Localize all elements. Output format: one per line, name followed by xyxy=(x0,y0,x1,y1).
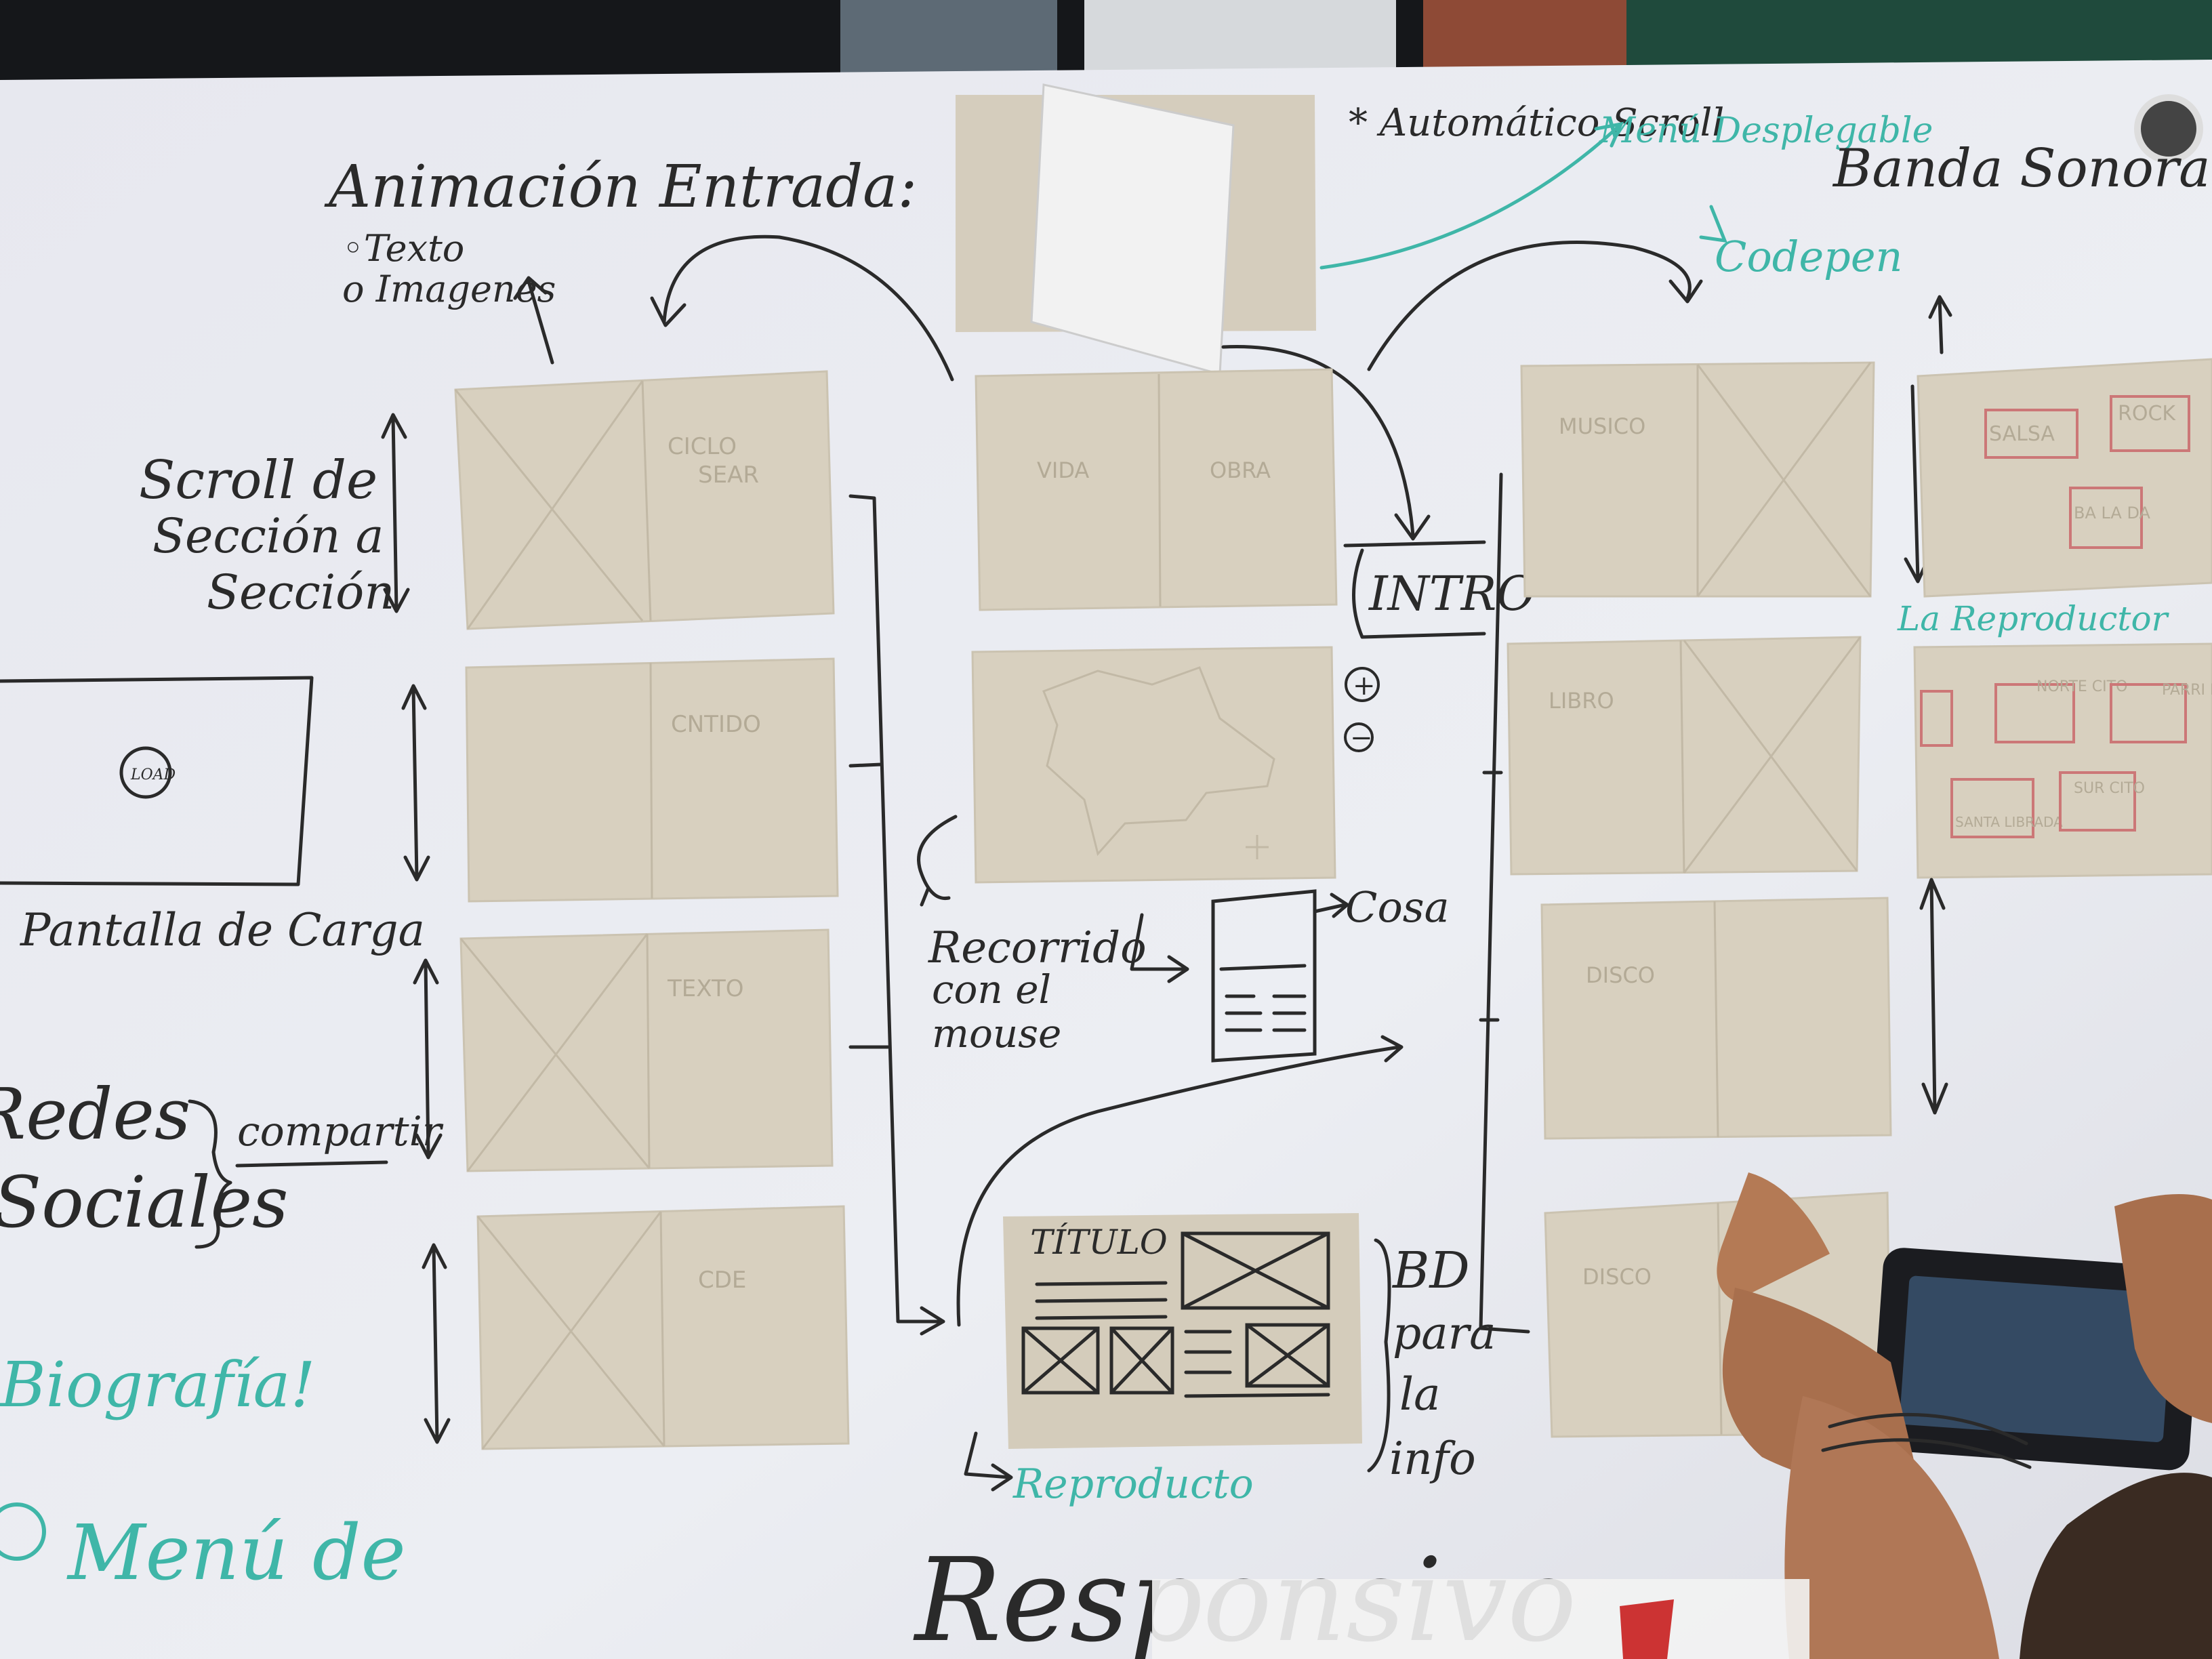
zoom-out-icon xyxy=(1344,722,1374,752)
card-col3-libro: LIBRO xyxy=(1507,636,1862,876)
compartir-label: compartir xyxy=(237,1108,444,1155)
svg-text:BA LA DA: BA LA DA xyxy=(2074,504,2151,523)
svg-text:SUR CITO: SUR CITO xyxy=(2074,780,2145,797)
intro-label: INTRO xyxy=(1368,566,1536,621)
animacion-title: Animación Entrada: xyxy=(324,153,917,221)
arrow-to-cosa xyxy=(1313,893,1349,918)
scroll-label-3: Sección xyxy=(207,565,394,620)
svg-text:ROCK: ROCK xyxy=(2118,402,2176,426)
biografia-label: Biografía! xyxy=(0,1349,315,1421)
loading-circle-text: LOAD xyxy=(130,766,176,783)
card-col1-4: CDE xyxy=(476,1205,850,1450)
top-prototype-sheet xyxy=(956,83,1316,375)
svg-text:MUSICO: MUSICO xyxy=(1559,413,1645,439)
arrow-curve-to-bd xyxy=(956,1035,1404,1327)
card-col3-1: MUSICO xyxy=(1520,361,1875,598)
svg-text:CNTIDO: CNTIDO xyxy=(671,711,761,738)
loading-circle-icon xyxy=(119,746,172,799)
bd-bracket xyxy=(1367,1238,1391,1473)
arrow-up-col4 xyxy=(1928,295,1952,354)
arrow-to-intro xyxy=(1221,345,1431,541)
recorrido-label-3: mouse xyxy=(932,1010,1061,1057)
animacion-item-texto: ◦Texto xyxy=(342,227,464,270)
bd-label-4: info xyxy=(1389,1433,1476,1485)
card-mapa xyxy=(971,646,1336,884)
svg-text:SALSA: SALSA xyxy=(1989,422,2055,446)
bracket-col3 xyxy=(1479,472,1530,1334)
svg-text:LIBRO: LIBRO xyxy=(1549,688,1614,714)
automatico-scroll-label: * Automático Scroll xyxy=(1349,101,1724,145)
svg-text:TEXTO: TEXTO xyxy=(667,975,743,1002)
card-col1-1: CICLO SEAR xyxy=(454,370,835,630)
svg-text:SEAR: SEAR xyxy=(698,462,759,489)
banda-sonora-label: Banda Sonora xyxy=(1832,138,2211,199)
recorrido-label-2: con el xyxy=(932,966,1051,1012)
compartir-underline xyxy=(235,1160,388,1168)
menu-de-label: Menú de xyxy=(66,1509,406,1597)
card-vida-obra: VIDA OBRA xyxy=(975,368,1338,611)
animacion-item-imagenes: o Imagenes xyxy=(342,268,556,310)
teal-arrow-codepen xyxy=(1699,205,1727,243)
cosa-label: Cosa xyxy=(1345,882,1450,932)
svg-text:VIDA: VIDA xyxy=(1037,457,1089,483)
loading-screen-frame xyxy=(0,676,314,886)
svg-text:DISCO: DISCO xyxy=(1582,1264,1652,1290)
arrow-to-popup xyxy=(1130,913,1189,983)
card-titulo-layout: TÍTULO xyxy=(1003,1213,1362,1449)
zoom-out-symbol: − xyxy=(1350,722,1373,754)
svg-text:PARRI BOLE: PARRI BOLE xyxy=(2162,682,2212,699)
bd-label-3: la xyxy=(1399,1368,1440,1420)
flower-icon xyxy=(0,1502,46,1561)
double-arrow-scroll xyxy=(381,413,410,613)
popup-sketch xyxy=(1211,889,1317,1063)
menu-desplegable-label: Menú Desplegable xyxy=(1599,110,1933,151)
recorrido-label-1: Recorrido xyxy=(928,923,1147,973)
double-arrow-col1-1 xyxy=(401,684,430,882)
scroll-label-2: Sección a xyxy=(152,508,384,564)
double-arrow-col1-2 xyxy=(413,958,443,1160)
loop-arrow xyxy=(917,815,958,907)
arrow-up-imagenes xyxy=(513,276,554,365)
svg-text:CDE: CDE xyxy=(698,1267,746,1294)
card-col3-3: DISCO xyxy=(1540,897,1892,1140)
svg-text:NORTE CITO: NORTE CITO xyxy=(2036,678,2127,695)
svg-text:DISCO: DISCO xyxy=(1586,962,1655,988)
reproductor-bottom-label: Reproducto xyxy=(1012,1460,1254,1508)
magnet-dot xyxy=(2134,94,2203,163)
bd-label-2: para xyxy=(1393,1307,1496,1359)
card-barrios: NORTE CITO PARRI BOLE SANTA LIBRADA SUR … xyxy=(1913,642,2212,879)
double-arrow-col1-3 xyxy=(422,1243,451,1444)
redes-label-1: Redes xyxy=(0,1073,190,1155)
zoom-in-icon xyxy=(1345,667,1380,702)
arrow-curve-scroll-right xyxy=(1367,241,1703,371)
card-col1-3: TEXTO xyxy=(459,928,834,1172)
card-col1-2: CNTIDO xyxy=(465,657,839,903)
zoom-in-symbol: + xyxy=(1353,670,1376,701)
bd-label-1: BD xyxy=(1391,1242,1470,1300)
svg-text:TÍTULO: TÍTULO xyxy=(1030,1222,1168,1262)
svg-text:CICLO: CICLO xyxy=(668,433,737,460)
reproductor-right-label: La Reproductor xyxy=(1897,599,2170,638)
arrow-reproductor xyxy=(964,1431,1013,1492)
card-genres: SALSA ROCK BA LA DA xyxy=(1917,358,2212,598)
redes-label-2: Sociales xyxy=(0,1161,289,1244)
codepen-label: Codepen xyxy=(1715,232,1902,281)
scroll-label-1: Scroll de xyxy=(139,450,377,511)
svg-text:SANTA LIBRADA: SANTA LIBRADA xyxy=(1955,814,2063,830)
phone-photo-hands xyxy=(1152,1172,2212,1659)
bracket-col1-col2 xyxy=(848,494,945,1336)
arrow-curve-to-animacion xyxy=(650,234,954,382)
teal-arrow-menu xyxy=(1319,121,1624,270)
pantalla-de-carga-label: Pantalla de Carga xyxy=(20,904,425,956)
svg-text:OBRA: OBRA xyxy=(1210,457,1271,483)
intro-bracket xyxy=(1343,540,1486,639)
brace-redes xyxy=(188,1099,232,1249)
double-arrow-col4 xyxy=(1919,878,1948,1115)
